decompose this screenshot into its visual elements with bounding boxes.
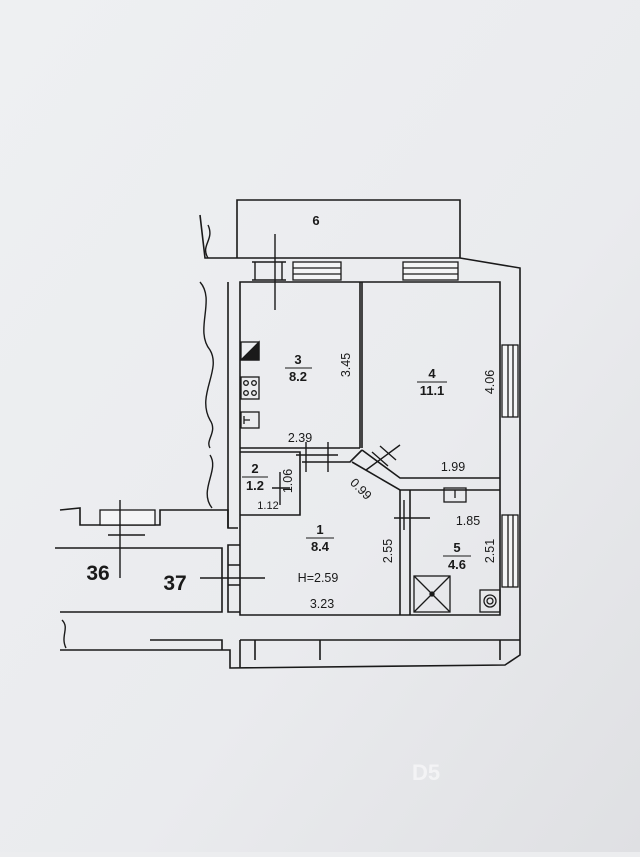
door-room3	[296, 442, 338, 472]
windows	[99, 261, 519, 588]
neighbor-37-label: 37	[163, 572, 186, 595]
doors	[108, 234, 430, 586]
dim-room1-width: 3.23	[310, 597, 334, 611]
window-neighbor	[99, 509, 156, 526]
room-labels: 3 8.2 4 11.1 2 1.2 1 8.4 H=2.59 5 4.6 6 …	[86, 213, 471, 595]
dim-room2-height: 1.06	[281, 469, 295, 493]
entrance-door	[200, 564, 265, 586]
room-1-number: 1	[316, 522, 323, 537]
neighbor-wall-top	[59, 507, 229, 528]
neighbor-36-label: 36	[86, 562, 109, 585]
door-room5	[394, 500, 430, 530]
dimension-labels: 3.45 2.39 4.06 1.99 1.06 1.12 0.99 2.55 …	[257, 353, 497, 611]
dim-room1-height: 2.55	[381, 539, 395, 563]
watermark: D5	[412, 760, 440, 785]
room-4-number: 4	[428, 366, 436, 381]
balcony-door	[252, 234, 286, 310]
window-room3	[292, 261, 342, 281]
toilet-icon	[479, 589, 501, 613]
partition-4-5	[361, 449, 500, 479]
room-3-area: 8.2	[289, 369, 307, 384]
dim-room5-width: 1.85	[456, 514, 480, 528]
neighbor-block	[55, 547, 223, 613]
window-room4-top	[402, 261, 459, 281]
window-room5	[501, 514, 519, 588]
dim-room4-width: 1.99	[441, 460, 465, 474]
outer-wall-outline	[60, 214, 521, 669]
dim-room3-width: 2.39	[288, 431, 312, 445]
kitchen-sink-icon	[240, 411, 260, 429]
fixtures	[239, 340, 501, 613]
balcony-outline	[236, 199, 461, 258]
washbasin-icon	[443, 487, 467, 503]
dim-room5-height: 2.51	[483, 539, 497, 563]
inner-contour	[239, 281, 501, 616]
room-2-area: 1.2	[246, 478, 264, 493]
dim-room2-width: 1.12	[257, 500, 278, 512]
neighbor-door	[108, 500, 145, 578]
room-5-number: 5	[453, 540, 460, 555]
boiler-fill	[239, 340, 260, 361]
room-5-area: 4.6	[448, 557, 466, 572]
balcony-number: 6	[312, 213, 319, 228]
door-room2	[272, 472, 290, 505]
room-1-height: H=2.59	[298, 571, 339, 585]
dim-room3-height: 3.45	[339, 353, 353, 377]
shower-icon	[413, 575, 451, 613]
room-2-number: 2	[251, 461, 258, 476]
door-room4	[365, 444, 401, 471]
room-3-number: 3	[294, 352, 301, 367]
dim-room4-height: 4.06	[483, 370, 497, 394]
break-lines	[61, 224, 214, 649]
room-4-area: 11.1	[420, 383, 445, 398]
room-2-box	[240, 451, 301, 516]
stove-icon	[240, 376, 260, 400]
window-room4-side	[501, 344, 519, 418]
room-1-area: 8.4	[311, 539, 330, 554]
